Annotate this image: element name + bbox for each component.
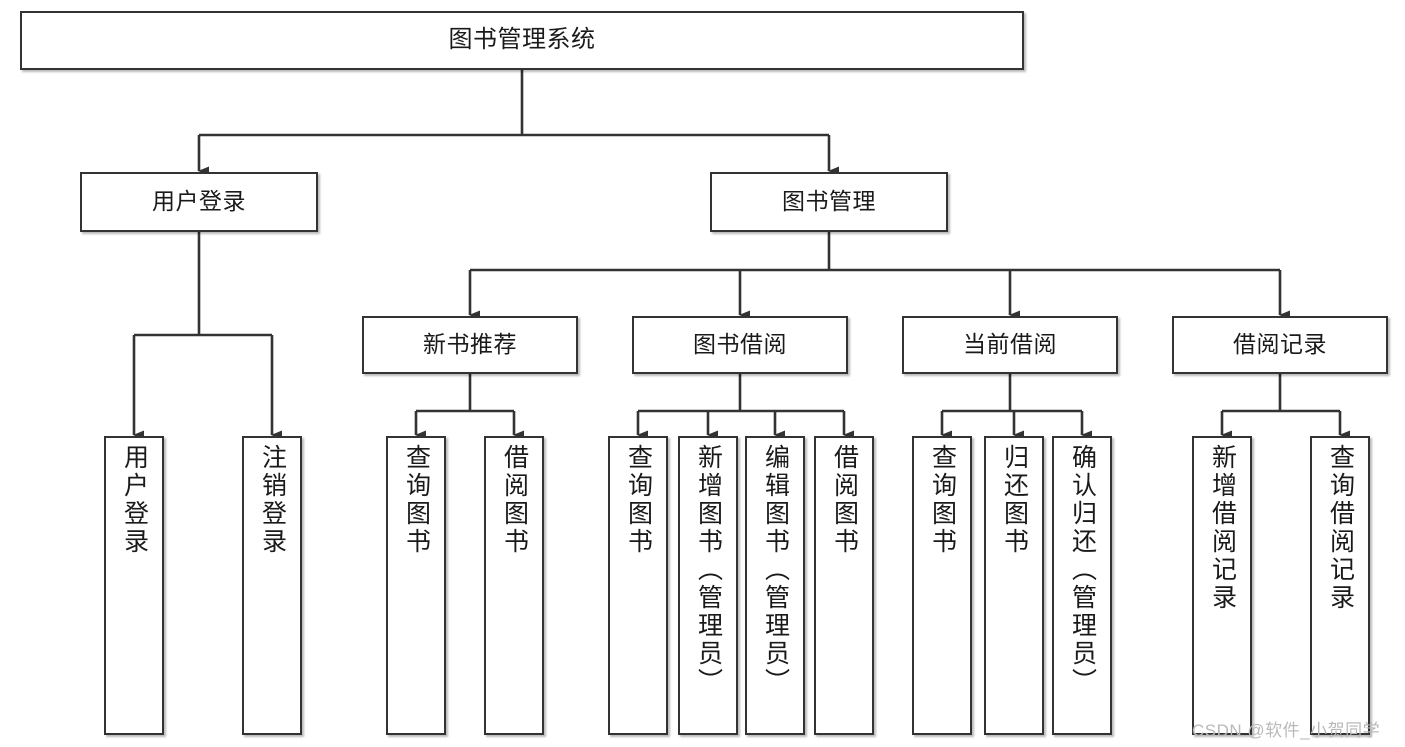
leaf-logout[interactable]: 注销登录: [242, 436, 302, 735]
leaf-confirm-return-admin[interactable]: 确认归还（管理员）: [1052, 436, 1112, 735]
leaf-query-book-rec[interactable]: 查询图书: [386, 436, 446, 735]
leaf-add-book-admin-label: 新增图书（管理员）: [694, 444, 723, 696]
csdn-watermark: CSDN @软件_小贺同学: [1192, 716, 1380, 741]
leaf-add-borrow-record-label: 新增借阅记录: [1208, 444, 1237, 612]
watermark-text: CSDN @软件_小贺同学: [1192, 721, 1381, 740]
node-borrow-record[interactable]: 借阅记录: [1172, 316, 1388, 374]
node-root[interactable]: 图书管理系统: [20, 11, 1024, 70]
leaf-logout-label: 注销登录: [258, 444, 287, 556]
node-book-management[interactable]: 图书管理: [710, 172, 948, 232]
leaf-add-book-admin[interactable]: 新增图书（管理员）: [678, 436, 738, 735]
node-user-login[interactable]: 用户登录: [80, 172, 318, 232]
node-current-borrow-label: 当前借阅: [963, 331, 1057, 358]
leaf-confirm-return-admin-label: 确认归还（管理员）: [1068, 444, 1097, 696]
node-borrow-record-label: 借阅记录: [1233, 331, 1327, 358]
leaf-borrow-book-rec[interactable]: 借阅图书: [484, 436, 544, 735]
leaf-add-borrow-record[interactable]: 新增借阅记录: [1192, 436, 1252, 735]
leaf-return-book-label: 归还图书: [1000, 444, 1029, 556]
node-book-borrow-label: 图书借阅: [693, 331, 787, 358]
leaf-borrow-book-rec-label: 借阅图书: [500, 444, 529, 556]
leaf-borrow-book[interactable]: 借阅图书: [814, 436, 874, 735]
leaf-edit-book-admin[interactable]: 编辑图书（管理员）: [745, 436, 805, 735]
node-current-borrow[interactable]: 当前借阅: [902, 316, 1118, 374]
node-book-borrow[interactable]: 图书借阅: [632, 316, 848, 374]
leaf-query-book-borrow[interactable]: 查询图书: [608, 436, 668, 735]
node-root-label: 图书管理系统: [448, 26, 596, 54]
leaf-return-book[interactable]: 归还图书: [984, 436, 1044, 735]
node-new-book-recommend-label: 新书推荐: [423, 331, 517, 358]
leaf-borrow-book-label: 借阅图书: [830, 444, 859, 556]
leaf-user-login[interactable]: 用户登录: [104, 436, 164, 735]
leaf-query-book-rec-label: 查询图书: [402, 444, 431, 556]
leaf-query-borrow-record-label: 查询借阅记录: [1326, 444, 1355, 612]
leaf-edit-book-admin-label: 编辑图书（管理员）: [761, 444, 790, 696]
node-new-book-recommend[interactable]: 新书推荐: [362, 316, 578, 374]
leaf-user-login-label: 用户登录: [120, 444, 149, 556]
leaf-query-book-borrow-label: 查询图书: [624, 444, 653, 556]
leaf-query-book-current[interactable]: 查询图书: [912, 436, 972, 735]
leaf-query-book-current-label: 查询图书: [928, 444, 957, 556]
node-book-management-label: 图书管理: [782, 188, 876, 215]
leaf-query-borrow-record[interactable]: 查询借阅记录: [1310, 436, 1370, 735]
node-user-login-label: 用户登录: [152, 188, 246, 215]
